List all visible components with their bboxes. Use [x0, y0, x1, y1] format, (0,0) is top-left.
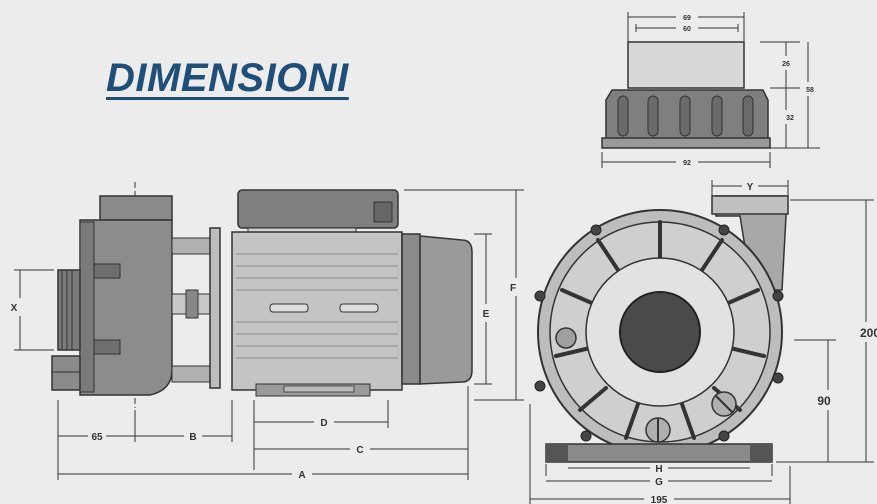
dim-y-label: Y: [747, 182, 754, 193]
dim-f-label: F: [510, 283, 516, 294]
dim-92-label: 92: [683, 160, 691, 167]
dim-69-label: 69: [683, 15, 691, 22]
dim-c-label: C: [356, 445, 363, 456]
dim-g-label: G: [655, 477, 663, 488]
top-view-union: 69 60 26 58 32 92: [601, 12, 820, 168]
dim-h-label: H: [655, 464, 662, 475]
dim-60-label: 60: [683, 26, 691, 33]
dim-26-label: 26: [782, 61, 790, 68]
dim-e-label: E: [483, 309, 490, 320]
dim-90-label: 90: [817, 394, 831, 408]
dim-65-label: 65: [91, 432, 103, 443]
dim-a-label: A: [298, 470, 305, 481]
dim-b-label: B: [189, 432, 196, 443]
dim-x-label: X: [11, 303, 18, 314]
dim-58-label: 58: [806, 87, 814, 94]
dim-32-label: 32: [786, 115, 794, 122]
dim-d-label: D: [320, 418, 327, 429]
side-view-pump: X 65 B D C A E F: [11, 182, 524, 481]
page-title: DIMENSIONI: [106, 56, 349, 100]
front-view-pump: Y 200 90 H G 195: [529, 180, 877, 504]
dim-195-label: 195: [651, 495, 668, 504]
dim-200-label: 200: [860, 326, 877, 340]
